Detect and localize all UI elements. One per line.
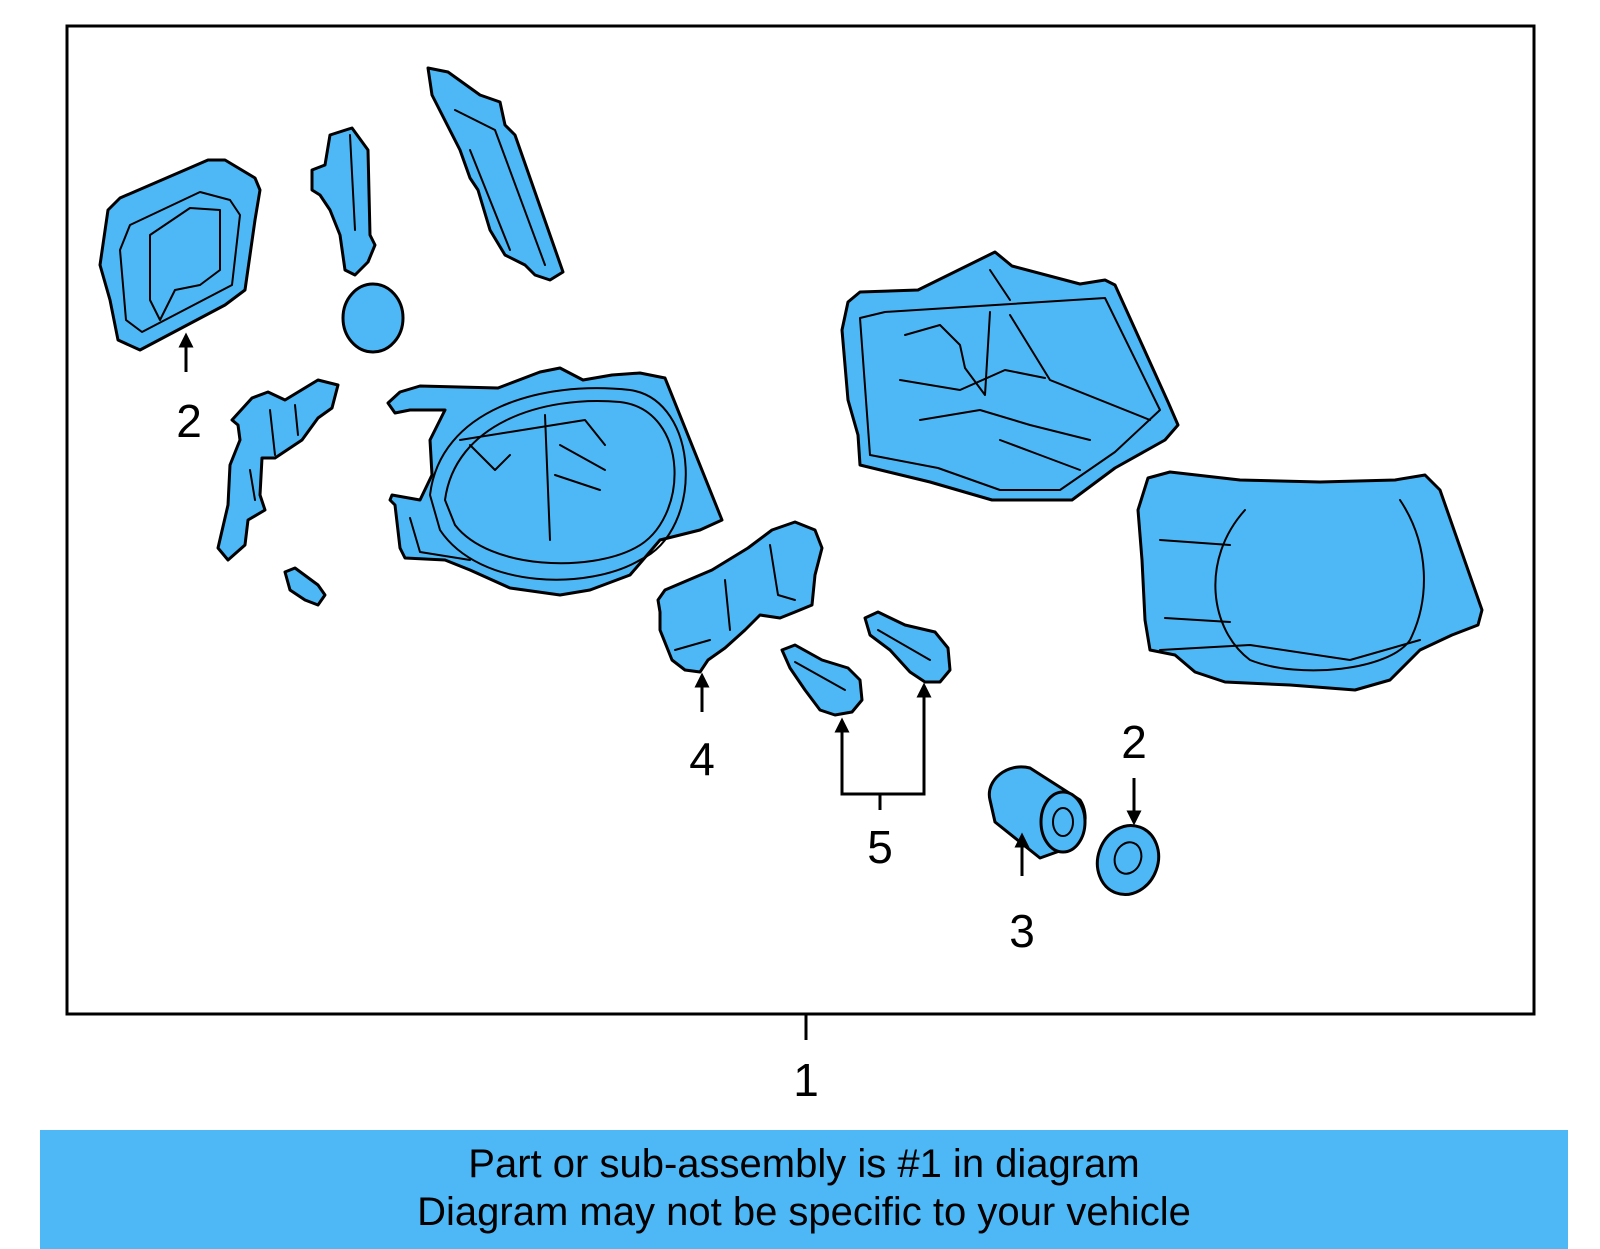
callout-4-signal-housing: 4 xyxy=(689,733,715,785)
washer-part xyxy=(1095,824,1161,896)
actuator-part xyxy=(216,378,340,562)
mirror-base-part xyxy=(386,366,724,597)
housing-cover-part xyxy=(426,66,565,282)
signal-housing-part xyxy=(656,520,824,674)
assembly-frame xyxy=(65,24,1536,1016)
lower-cover-part xyxy=(1136,470,1484,692)
clip-part xyxy=(283,566,327,607)
socket-part xyxy=(987,765,1087,860)
callout-5-bulbs: 5 xyxy=(867,821,893,873)
callout-1-assembly: 1 xyxy=(793,1054,819,1106)
callout-3-socket: 3 xyxy=(1009,905,1035,957)
bulb-left-part xyxy=(780,643,864,717)
upper-housing-part xyxy=(840,250,1180,502)
footer-banner: Part or sub-assembly is #1 in diagram Di… xyxy=(40,1130,1568,1249)
parts-diagram: 2 4 5 3 2 1 xyxy=(65,24,1536,1106)
leader-5 xyxy=(834,682,932,796)
callout-2-mirror-glass: 2 xyxy=(176,395,202,447)
bracket-part xyxy=(310,126,377,277)
bulb-right-part xyxy=(863,610,952,684)
footer-line-2: Diagram may not be specific to your vehi… xyxy=(417,1190,1191,1234)
cap-part xyxy=(341,282,405,354)
mirror-glass-part xyxy=(98,158,262,352)
footer-line-1: Part or sub-assembly is #1 in diagram xyxy=(468,1142,1140,1186)
callout-2-washer: 2 xyxy=(1121,716,1147,768)
